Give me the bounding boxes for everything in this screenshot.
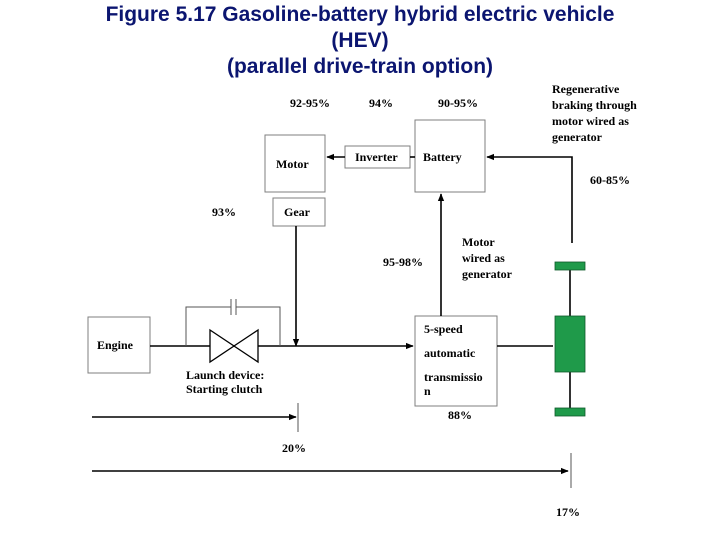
motor-efficiency: 92-95%	[290, 96, 330, 110]
motor-box	[264, 134, 326, 193]
title-line-1: Figure 5.17 Gasoline-battery hybrid elec…	[105, 3, 615, 26]
regen-label-1: Regenerative	[552, 82, 620, 96]
overall-efficiency-2: 17%	[556, 505, 580, 519]
regen-label-2: braking through	[552, 98, 637, 112]
regen-braking-arrow	[486, 153, 573, 243]
motor-label: Motor	[276, 157, 309, 171]
overall-efficiency-1: 20%	[282, 441, 306, 455]
regen-label-3: motor wired as	[552, 114, 629, 128]
battery-box	[414, 119, 486, 193]
engine-label: Engine	[97, 338, 134, 352]
gear-efficiency: 93%	[212, 205, 236, 219]
figure-title: Figure 5.17 Gasoline-battery hybrid elec…	[0, 2, 720, 80]
transmission-label-3: transmissio	[424, 370, 483, 384]
generator-label-3: generator	[462, 267, 513, 281]
inverter-efficiency: 94%	[369, 96, 393, 110]
generator-label-2: wired as	[462, 251, 505, 265]
generator-efficiency: 95-98%	[383, 255, 423, 269]
clutch-icon	[185, 299, 281, 364]
generator-label-1: Motor	[462, 235, 495, 249]
title-line-2: (HEV)	[331, 29, 389, 52]
inverter-label: Inverter	[355, 150, 398, 164]
transmission-label-1: 5-speed	[424, 322, 463, 336]
transmission-label-4: n	[424, 384, 431, 398]
title-line-3: (parallel drive-train option)	[226, 55, 494, 78]
transmission-box	[414, 315, 498, 407]
regen-efficiency: 60-85%	[590, 173, 630, 187]
transmission-efficiency: 88%	[448, 408, 472, 422]
wheel-axle-icon	[554, 261, 586, 417]
gear-label: Gear	[284, 205, 311, 219]
engine-box	[87, 316, 151, 374]
launch-label-2: Starting clutch	[186, 382, 263, 396]
regen-label-4: generator	[552, 130, 603, 144]
transmission-label-2: automatic	[424, 346, 476, 360]
gear-box	[272, 197, 326, 227]
launch-label-1: Launch device:	[186, 368, 264, 382]
battery-label: Battery	[423, 150, 462, 164]
battery-efficiency: 90-95%	[438, 96, 478, 110]
